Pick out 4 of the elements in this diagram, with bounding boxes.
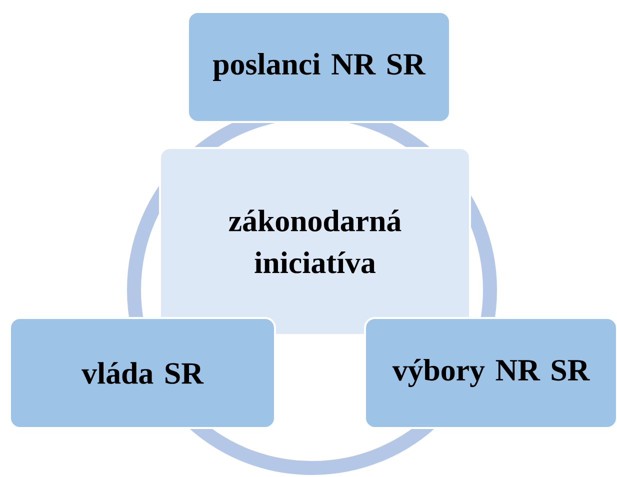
- process-box: vláda SR: [9, 317, 276, 429]
- process-box: poslanci NR SR: [187, 11, 451, 123]
- process-box: výbory NR SR: [364, 317, 617, 429]
- process-box: zákonodarná iniciatíva: [159, 147, 471, 336]
